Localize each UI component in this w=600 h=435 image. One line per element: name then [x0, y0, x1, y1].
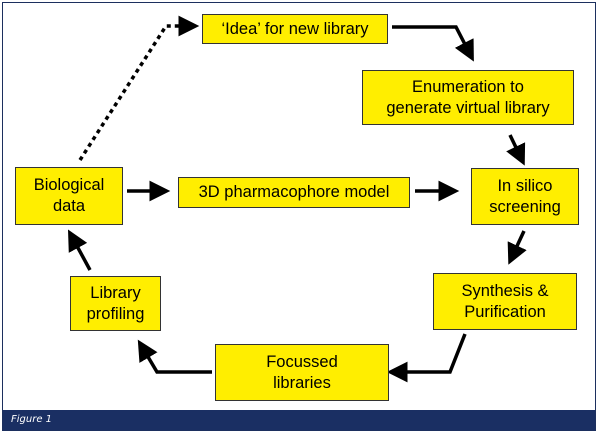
node-pharmacophore: 3D pharmacophore model	[178, 177, 410, 208]
node-idea: ‘Idea’ for new library	[202, 14, 388, 44]
arrow-enumeration-to-insilico	[506, 134, 526, 166]
node-profiling: Library profiling	[70, 276, 161, 331]
arrow-synthesis-to-focussed	[386, 333, 467, 383]
node-biological: Biological data	[15, 167, 123, 225]
arrow-insilico-to-synthesis	[507, 230, 527, 265]
arrow-focussed-to-profiling	[137, 339, 212, 374]
node-synthesis: Synthesis & Purification	[433, 273, 577, 330]
node-focussed: Focussed libraries	[215, 344, 389, 401]
figure-caption: Figure 1	[3, 410, 595, 430]
arrow-idea-to-enumeration	[392, 25, 474, 62]
node-insilico: In silico screening	[471, 168, 579, 225]
arrow-profiling-to-biological	[67, 229, 92, 271]
node-enumeration: Enumeration to generate virtual library	[362, 70, 574, 125]
arrow-biological-to-idea	[78, 15, 200, 161]
